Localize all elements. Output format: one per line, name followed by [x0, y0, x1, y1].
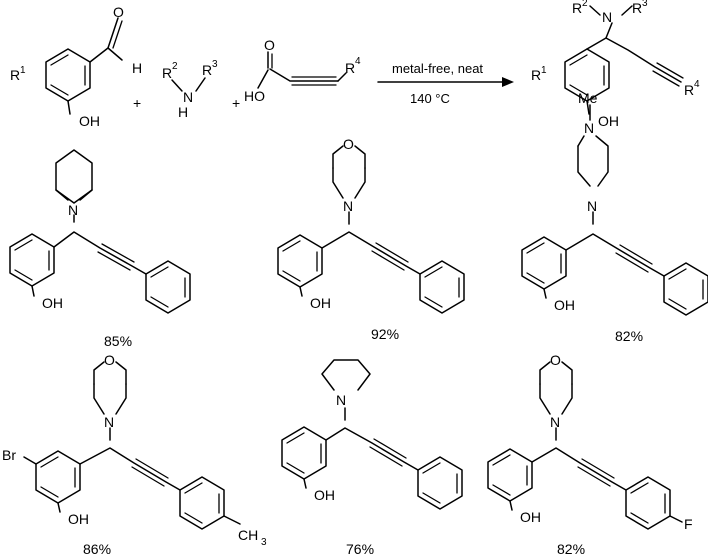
example-3-me-label: Me	[578, 90, 598, 106]
reactant1-r-sup: 1	[20, 65, 26, 76]
reactant3-o-label: O	[264, 37, 275, 53]
example-5-oh-label: OH	[314, 487, 335, 503]
reactant-salicylaldehyde: O H OH R 1	[10, 4, 142, 129]
example-1-piperidine: N OH 85%	[9, 149, 191, 349]
example-4-o-label: O	[104, 352, 115, 368]
reactant3-ho-label: HO	[244, 88, 265, 104]
product-n-label: N	[602, 9, 612, 25]
product-r2-sup: 2	[582, 0, 588, 9]
reactant-alkynoic-acid: O HO R 4	[244, 37, 361, 104]
reactant2-r3-label: R	[202, 62, 212, 78]
example-4-ch3-sub: 3	[261, 537, 267, 548]
example-6-yield: 82%	[557, 541, 585, 557]
example-5-n-label: N	[336, 392, 346, 408]
product-r1-label: R	[531, 67, 541, 83]
reactant2-n-label: N	[183, 89, 193, 105]
example-1-oh-label: OH	[42, 295, 63, 311]
example-2-n-label: N	[343, 198, 353, 214]
example-3-yield: 82%	[615, 328, 643, 344]
example-5-yield: 76%	[346, 541, 374, 557]
example-1-yield: 85%	[104, 333, 132, 349]
reactant1-r-label: R	[10, 67, 20, 83]
reactant1-o-label: O	[113, 4, 124, 20]
product-r2-label: R	[572, 0, 582, 16]
plus-2: +	[232, 95, 240, 111]
example-6-morpholine-fluorophenyl: O N OH F 82%	[487, 352, 693, 557]
product-r1-sup: 1	[541, 65, 547, 76]
product-oh-label: OH	[598, 113, 619, 129]
example-2-o-label: O	[343, 136, 354, 152]
reaction-arrow: metal-free, neat 140 °C	[377, 61, 514, 106]
example-4-n-label: N	[104, 414, 114, 430]
example-4-ch3-label: CH	[238, 527, 258, 543]
example-6-oh-label: OH	[520, 509, 541, 525]
conditions-top: metal-free, neat	[392, 61, 483, 76]
example-4-oh-label: OH	[68, 511, 89, 527]
example-3-methylpiperazine: Me N N OH 82%	[521, 90, 708, 344]
product-propargylamine: N R 2 R 3 R 1 OH R 4	[531, 0, 700, 129]
product-r3-label: R	[632, 0, 642, 16]
reactant2-r3-sup: 3	[212, 59, 218, 70]
example-6-n-label: N	[550, 414, 560, 430]
example-3-oh-label: OH	[554, 297, 575, 313]
example-5-pyrrolidine: N OH 76%	[281, 359, 463, 557]
reactant3-r4-label: R	[345, 60, 355, 76]
conditions-bottom: 140 °C	[410, 91, 450, 106]
plus-1: +	[133, 95, 141, 111]
example-6-o-label: O	[550, 352, 561, 368]
reactant3-r4-sup: 4	[355, 56, 361, 67]
example-4-morpholine-br-tolyl: O N Br OH CH 3 86%	[2, 352, 267, 557]
reactant2-h-label: H	[178, 104, 188, 120]
example-3-n1-label: N	[584, 120, 594, 136]
example-1-n-label: N	[68, 202, 78, 218]
reactant-amine: R 2 N H R 3	[162, 59, 218, 120]
reactant1-oh-label: OH	[79, 113, 100, 129]
reactant2-r2-sup: 2	[172, 61, 178, 72]
reactant1-h-label: H	[132, 60, 142, 76]
product-r4-sup: 4	[694, 79, 700, 90]
product-r3-sup: 3	[642, 0, 648, 9]
example-4-yield: 86%	[83, 541, 111, 557]
example-2-yield: 92%	[371, 326, 399, 342]
product-r4-label: R	[684, 82, 694, 98]
example-4-br-label: Br	[2, 447, 16, 463]
example-3-n2-label: N	[587, 198, 597, 214]
reactant2-r2-label: R	[162, 65, 172, 81]
example-6-f-label: F	[684, 516, 693, 532]
example-2-oh-label: OH	[310, 295, 331, 311]
example-2-morpholine: O N OH 92%	[277, 136, 465, 342]
